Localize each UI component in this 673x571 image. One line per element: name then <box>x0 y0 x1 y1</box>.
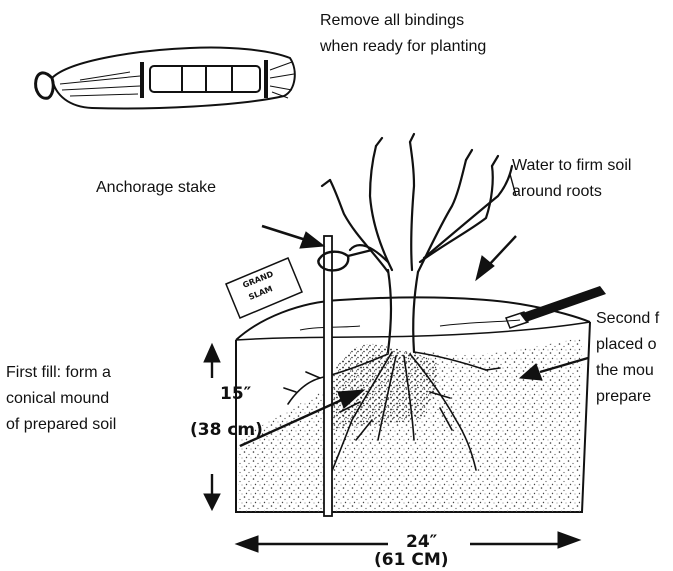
label-first-fill: First fill: form a conical mound of prep… <box>6 360 116 438</box>
label-remove-bindings-line-2: when ready for planting <box>320 34 486 60</box>
shovel <box>506 286 606 328</box>
label-second-fill-line-2: placed o <box>596 332 673 358</box>
label-remove-bindings: Remove all bindings when ready for plant… <box>320 8 486 60</box>
label-second-fill: Second f placed o the mou prepare <box>596 306 673 410</box>
label-second-fill-line-1: Second f <box>596 306 673 332</box>
label-anchorage-stake: Anchorage stake <box>96 175 216 201</box>
label-first-fill-line-2: conical mound <box>6 386 116 412</box>
label-water: Water to firm soil around roots <box>512 153 631 205</box>
wrapped-tree-bundle <box>36 47 295 108</box>
label-remove-bindings-line-1: Remove all bindings <box>320 8 486 34</box>
label-second-fill-line-3: the mou <box>596 358 673 384</box>
label-water-line-1: Water to firm soil <box>512 153 631 179</box>
label-first-fill-line-3: of prepared soil <box>6 412 116 438</box>
label-second-fill-line-4: prepare <box>596 384 673 410</box>
depth-centimeters: (38 cm) <box>190 420 263 440</box>
label-water-line-2: around roots <box>512 179 631 205</box>
width-inches: 24″ <box>406 532 437 552</box>
width-centimeters: (61 CM) <box>374 550 449 570</box>
depth-inches: 15″ <box>220 384 251 404</box>
tree <box>322 134 512 352</box>
label-first-fill-line-1: First fill: form a <box>6 360 116 386</box>
